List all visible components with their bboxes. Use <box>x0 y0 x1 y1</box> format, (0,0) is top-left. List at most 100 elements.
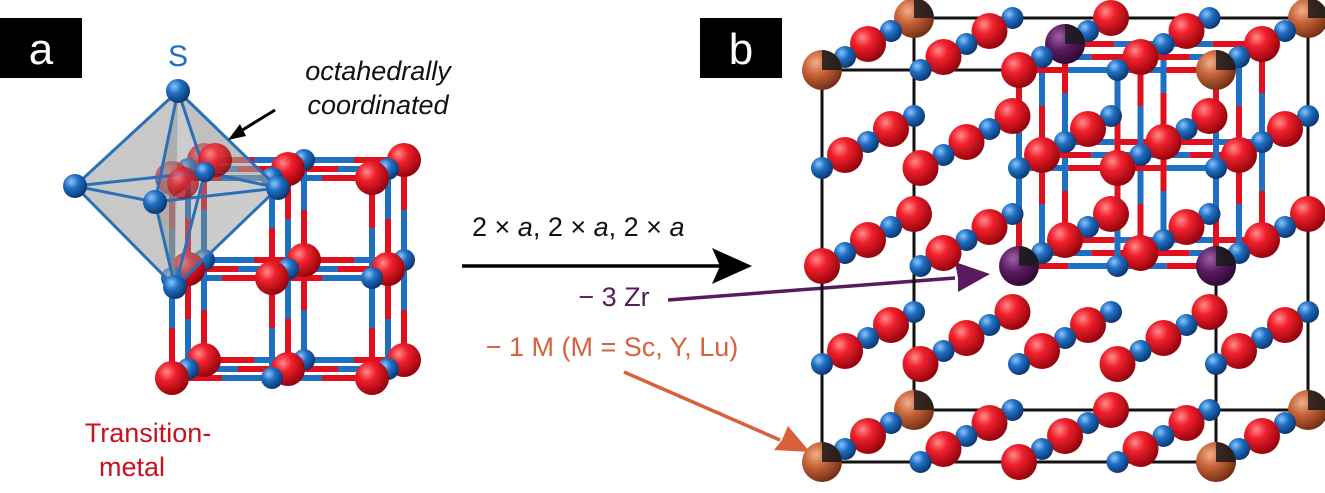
vacancy-marker <box>822 50 842 70</box>
metal-atom <box>1070 307 1106 343</box>
metal-atom <box>1290 196 1325 232</box>
metal-atom <box>1093 392 1129 428</box>
vacancy-marker <box>1216 246 1236 266</box>
sulfur-atom <box>1106 59 1129 81</box>
metal-atom <box>1221 333 1257 369</box>
metal-atom <box>1093 196 1129 232</box>
vacancy-marker <box>1065 24 1085 44</box>
metal-atom <box>827 137 863 173</box>
sulfur-atom <box>1106 255 1129 277</box>
metal-atom <box>355 361 389 395</box>
sulfur-atom <box>1008 157 1030 179</box>
sulfur-atom <box>1198 203 1221 225</box>
metal-atom <box>873 111 909 147</box>
sulfur-atom <box>361 267 383 289</box>
sulfur-atom <box>1274 20 1296 42</box>
sulfur-atom <box>163 275 187 299</box>
sulfur-atom <box>834 242 856 264</box>
sulfur-atom <box>1054 131 1076 153</box>
sulfur-atom <box>978 118 1001 140</box>
panel-a-letter: a <box>29 25 54 74</box>
sulfur-atom <box>909 59 932 81</box>
sulfur-atom <box>1152 33 1175 55</box>
metal-atom <box>1191 294 1228 330</box>
metal-atom <box>948 124 985 160</box>
metal-atom <box>971 405 1008 441</box>
metal-atom <box>1093 0 1129 36</box>
metal-atom <box>155 361 189 395</box>
sulfur-atom <box>266 176 290 200</box>
vacancy-marker <box>1019 246 1039 266</box>
panel-b: b <box>700 0 1325 482</box>
sulfur-atom <box>811 353 833 375</box>
metal-atom <box>1024 137 1060 173</box>
vacancy-marker <box>822 442 842 462</box>
sulfur-atom <box>1251 131 1273 153</box>
metal-atom <box>255 261 289 295</box>
zr-vacancy-pointer <box>667 262 990 302</box>
metal-atom <box>971 13 1008 49</box>
octahedral-label-line2: coordinated <box>307 90 449 120</box>
metal-atom <box>1099 346 1136 382</box>
metal-atom <box>355 161 389 195</box>
metal-atom <box>902 150 939 186</box>
metal-atom <box>1168 405 1205 441</box>
metal-atom <box>1070 111 1106 147</box>
sulfur-atom <box>1001 399 1024 421</box>
vacancy-marker <box>1216 50 1236 70</box>
sulfur-atom <box>1152 229 1175 251</box>
metal-atom <box>994 294 1031 330</box>
sulfur-atom <box>955 229 978 251</box>
sulfur-atom <box>1175 314 1198 336</box>
zr-removal-label: − 3 Zr <box>578 282 649 312</box>
metal-atom <box>925 235 962 271</box>
sulfur-atom <box>1129 144 1152 166</box>
transition-metal-label-line1: Transition- <box>85 418 212 448</box>
metal-atom <box>1191 98 1228 134</box>
metal-atom <box>1267 111 1303 147</box>
metal-atom <box>1001 52 1037 88</box>
sulfur-atom <box>1274 412 1296 434</box>
metal-atom <box>1122 39 1159 75</box>
metal-atom <box>1047 222 1083 258</box>
vacancy-marker <box>914 390 934 410</box>
panel-a: a <box>0 18 452 482</box>
vacancy-marker <box>914 0 934 18</box>
sulfur-atom <box>857 327 879 349</box>
sulfur-atom <box>880 20 902 42</box>
sulfur-atom <box>978 314 1001 336</box>
sulfur-atom <box>880 412 902 434</box>
vacancy-marker <box>1308 0 1325 18</box>
vacancy-marker <box>1216 442 1236 462</box>
metal-atom <box>902 346 939 382</box>
panel-b-tag: b <box>700 18 782 78</box>
metal-atom <box>850 26 886 62</box>
sulfur-atom <box>1008 353 1030 375</box>
sulfur-atom <box>1251 327 1273 349</box>
metal-atom <box>1244 222 1280 258</box>
sulfur-atom <box>909 255 932 277</box>
sulfur-atom <box>857 131 879 153</box>
sulfur-atom <box>1175 118 1198 140</box>
panel-b-letter: b <box>729 25 753 74</box>
sulfur-atom <box>1031 438 1053 460</box>
metal-atom <box>1024 333 1060 369</box>
supercell <box>802 0 1325 482</box>
sulfur-atom <box>63 174 87 198</box>
metal-atom <box>948 320 985 356</box>
metal-atom <box>850 418 886 454</box>
sulfur-atom <box>932 144 955 166</box>
sulfur-atom <box>1274 216 1296 238</box>
metal-atom <box>1267 307 1303 343</box>
supercell-transform: 2 × a, 2 × a, 2 × a − 3 Zr − 1 M (M = Sc… <box>462 212 990 452</box>
sulfur-atom <box>903 105 925 127</box>
sulfur-atom <box>166 79 190 103</box>
sulfur-atom <box>1001 203 1024 225</box>
sulfur-atom <box>1198 399 1221 421</box>
octahedral-pointer-arrow <box>228 108 276 140</box>
metal-atom <box>1244 418 1280 454</box>
supercell-expansion-label: 2 × a, 2 × a, 2 × a <box>472 212 684 242</box>
sulfur-atom <box>195 162 215 182</box>
sulfur-atom <box>1100 105 1122 127</box>
sulfur-atom <box>1297 105 1319 127</box>
